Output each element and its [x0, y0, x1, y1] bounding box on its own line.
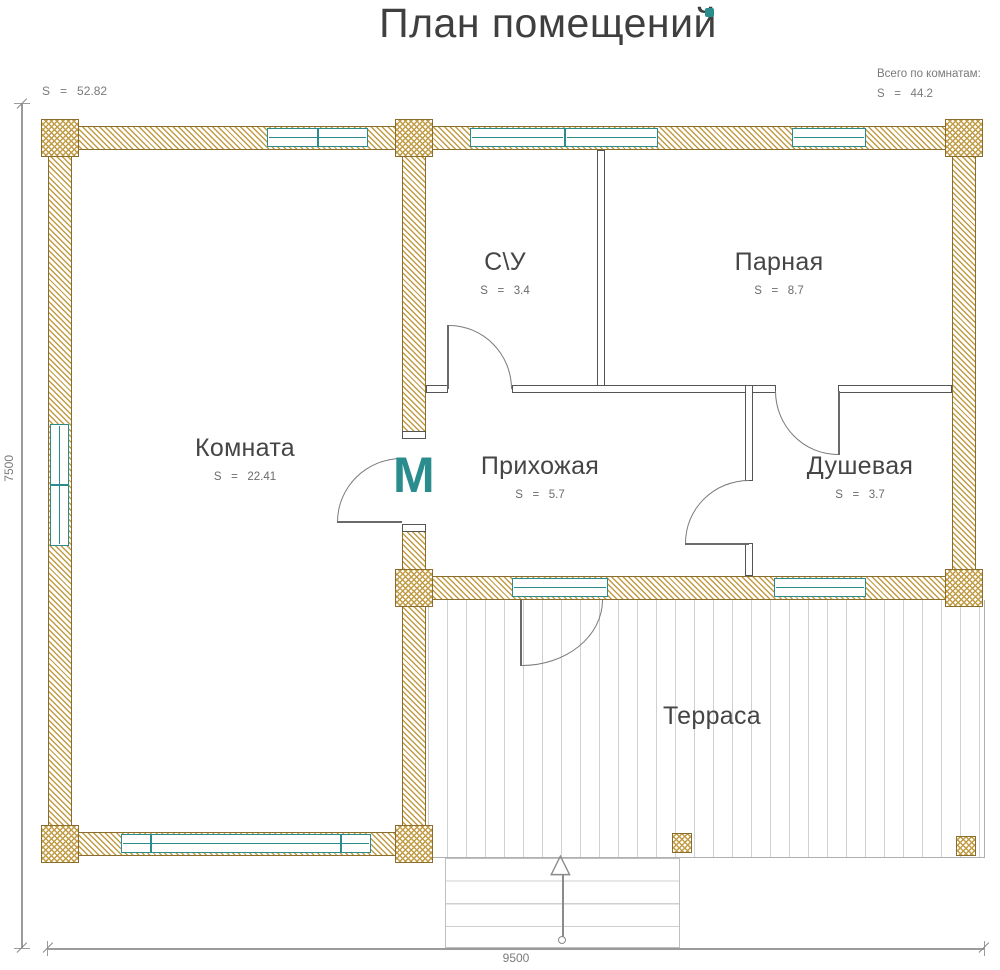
window-left-room — [50, 424, 69, 546]
partition-shower-top-b — [838, 385, 952, 393]
door-arc-shower — [685, 480, 749, 543]
corner-post-top-middle — [395, 119, 433, 157]
title-watermark-icon — [705, 8, 714, 17]
stairs-start-marker — [558, 936, 566, 944]
dimension-label-width: 9500 — [502, 951, 530, 965]
window-mullion — [340, 835, 343, 852]
page-title: План помещений — [379, 0, 717, 46]
room-name: Прихожая — [480, 452, 600, 480]
door-leaf-wc — [447, 325, 449, 389]
stairs-direction-line — [562, 874, 564, 938]
corner-post-top-right — [945, 119, 983, 157]
room-name: Парная — [734, 248, 824, 276]
corner-post-bottom-middle — [395, 825, 433, 863]
partition-shower-top-a — [752, 385, 776, 393]
door-jamb-room-bottom — [402, 524, 426, 532]
window-top-room — [267, 128, 368, 147]
partition-hall-top-b — [512, 385, 746, 393]
corner-post-right — [945, 569, 983, 607]
summary-value: S = 44.2 — [877, 88, 933, 100]
terrace-post-middle — [672, 833, 692, 853]
room-label-komnata: Комната S = 22.41 — [145, 434, 345, 483]
window-mullion — [150, 835, 153, 852]
dimension-line-left — [21, 104, 23, 949]
wall-terrace-top — [402, 576, 976, 600]
overall-area-label: S = 52.82 — [42, 84, 108, 98]
window-mullion — [317, 129, 320, 146]
dimension-line-bottom — [48, 948, 985, 950]
room-label-parnaya: Парная S = 8.7 — [679, 248, 879, 297]
watermark: М — [393, 447, 435, 503]
wall-right — [952, 126, 976, 600]
room-name: Терраса — [663, 702, 761, 730]
room-area: S = 22.41 — [213, 471, 277, 483]
room-area: S = 3.7 — [835, 489, 885, 501]
corner-post-bottom-left — [41, 825, 79, 863]
room-name: Комната — [195, 434, 295, 462]
door-opening-room — [401, 439, 427, 524]
room-area: S = 5.7 — [515, 489, 565, 501]
partition-wc-sauna — [597, 150, 605, 387]
room-label-prihozhaya: Прихожая S = 5.7 — [440, 452, 640, 501]
window-top-wc-a — [470, 128, 565, 147]
dimension-endbar — [984, 941, 986, 956]
room-label-wc: С\У S = 3.4 — [420, 248, 590, 297]
corner-post-middle — [395, 569, 433, 607]
glazed-door-terrace — [512, 578, 608, 597]
door-leaf-shower-top — [838, 391, 840, 455]
door-arc-wc — [449, 325, 512, 389]
room-label-dushevaya: Душевая S = 3.7 — [770, 452, 950, 501]
door-arc-shower-top — [775, 391, 838, 455]
terrace-post-right — [956, 836, 976, 856]
door-jamb-room-top — [402, 431, 426, 439]
window-bottom-room — [121, 834, 371, 853]
partition-hall-shower-lower — [745, 543, 753, 576]
door-leaf-room — [337, 521, 402, 523]
door-leaf-shower — [685, 543, 749, 545]
room-name: С\У — [484, 248, 526, 276]
partition-hall-top-a — [426, 385, 448, 393]
room-label-terrasa: Терраса — [612, 702, 812, 731]
window-terrace-wall — [774, 578, 866, 597]
dimension-endbar — [14, 948, 30, 950]
partition-hall-shower-upper — [745, 385, 753, 481]
room-area: S = 3.4 — [480, 285, 530, 297]
room-area: S = 8.7 — [754, 285, 804, 297]
summary-label: Всего по комнатам: — [877, 68, 981, 80]
door-leaf-terrace — [520, 600, 522, 666]
dimension-label-height: 7500 — [2, 455, 16, 482]
room-name: Душевая — [806, 452, 914, 480]
window-top-wc-b — [565, 128, 658, 147]
stairs-up-arrow-icon: △ — [550, 848, 571, 878]
corner-post-top-left — [41, 119, 79, 157]
window-mullion — [51, 484, 68, 487]
window-top-sauna — [792, 128, 866, 147]
